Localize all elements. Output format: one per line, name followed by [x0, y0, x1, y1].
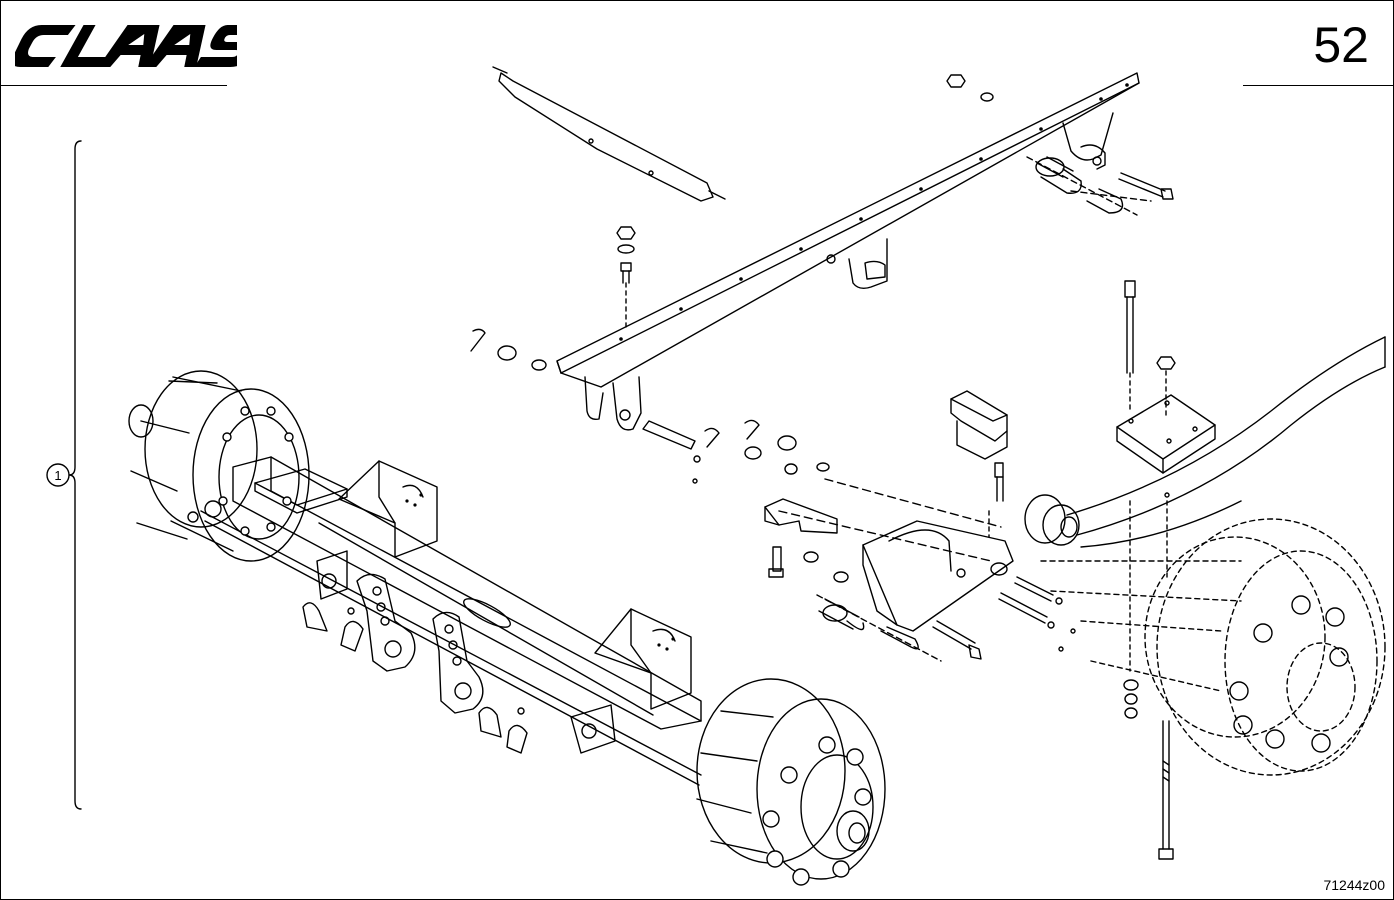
rear-bushing-assembly: [1026, 156, 1174, 216]
callout-1[interactable]: 1: [46, 463, 70, 487]
stabilizer-bar: [492, 66, 726, 202]
ghost-hub-nuts: [1229, 595, 1349, 753]
camshaft: [200, 510, 702, 786]
left-brake-drum: [128, 370, 310, 562]
drawing-number: 71244z00: [1323, 877, 1385, 893]
axle-brackets: [338, 460, 692, 710]
hanger-bushings: [816, 576, 1076, 662]
claas-logo: [15, 25, 237, 67]
frame-crossbeam: [556, 72, 1140, 431]
beam-bolt-stack: [616, 74, 994, 328]
spring-hanger: [764, 478, 1014, 632]
right-brake-drum: [696, 678, 886, 886]
axle-beam: [232, 456, 702, 730]
rubber-stop-block: [950, 390, 1008, 538]
slack-adjusters: [302, 573, 528, 754]
group-bracket: [68, 140, 82, 810]
spring-clamp-plate: [1116, 280, 1216, 860]
leaf-spring: [1024, 336, 1386, 548]
header-rule-left: [1, 85, 227, 86]
page-number: 52: [1313, 17, 1369, 73]
shackle-pins: [470, 328, 830, 484]
callout-1-label: 1: [54, 468, 61, 483]
ghost-hub: [1040, 518, 1386, 776]
header-rule-right: [1243, 85, 1393, 86]
